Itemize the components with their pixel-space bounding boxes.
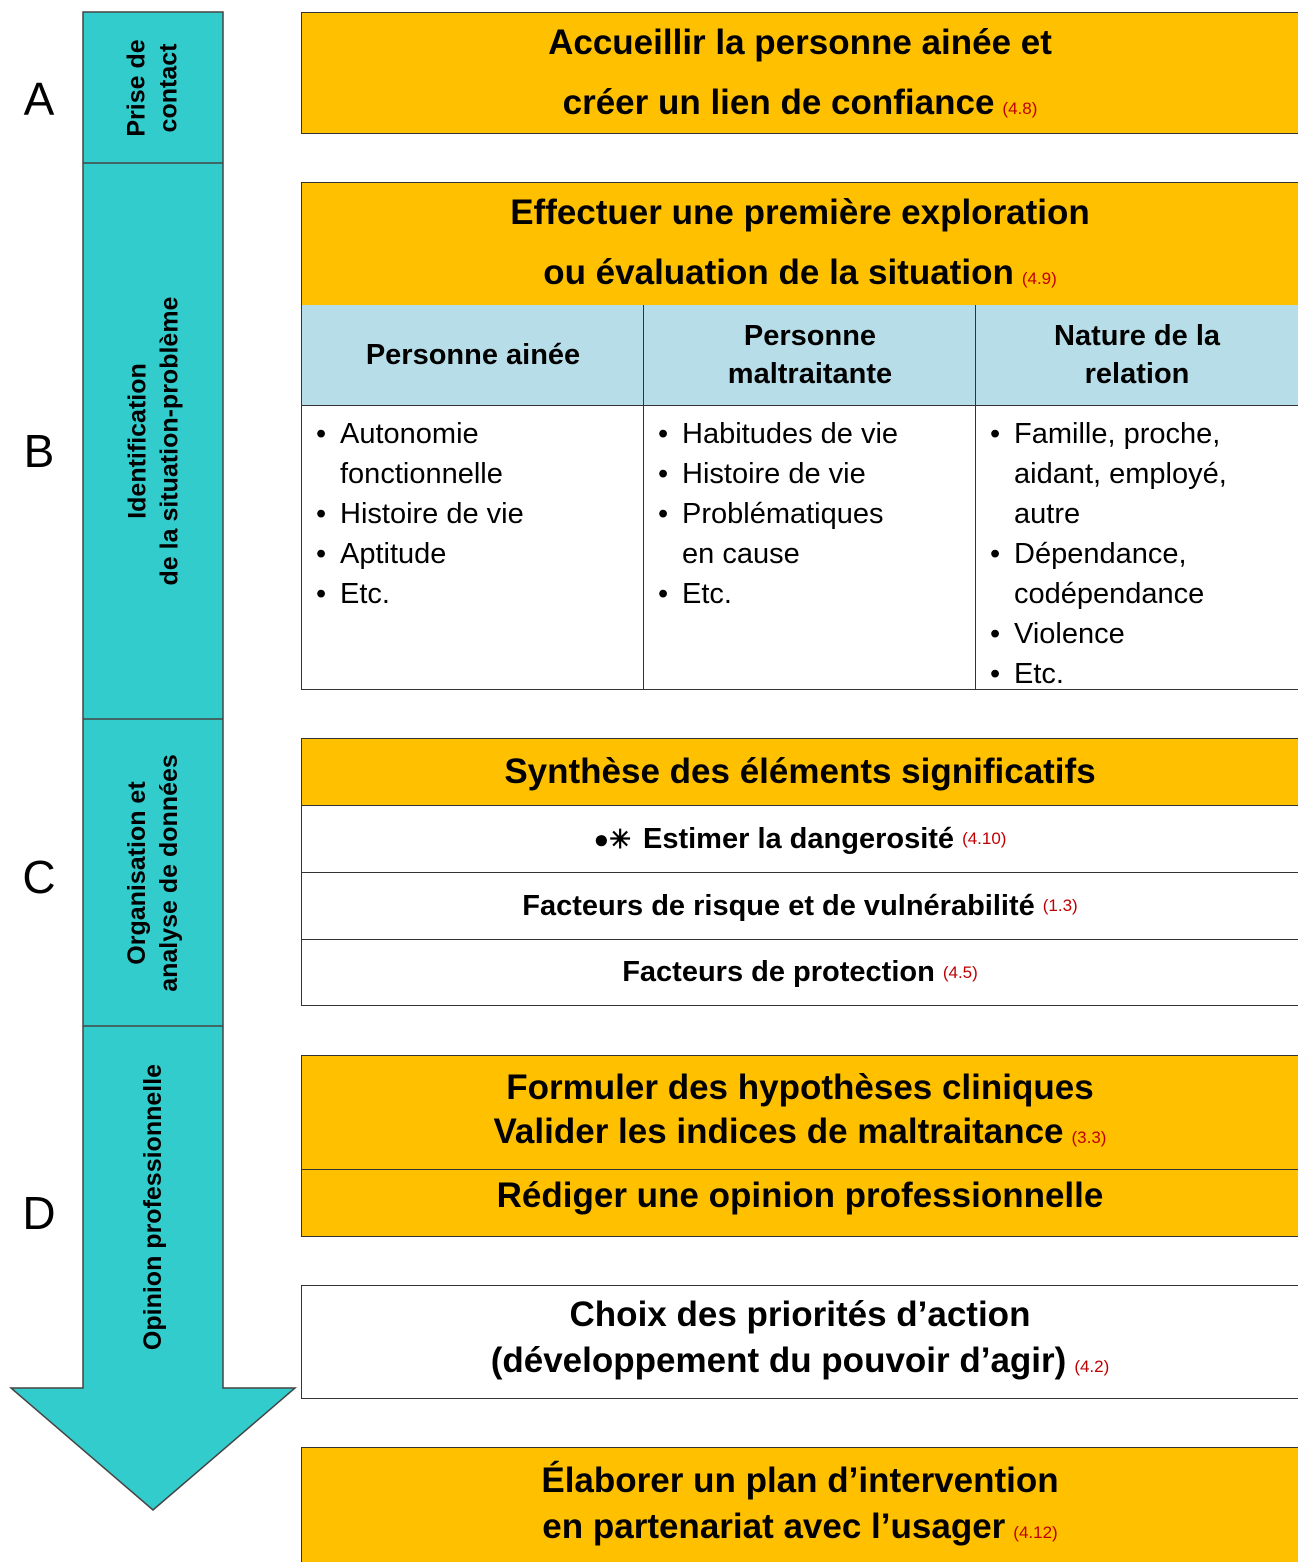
- box-synthese: Synthèse des éléments significatifs: [301, 738, 1298, 806]
- list-item: Habitudes de vie: [658, 414, 968, 454]
- table-header: Personne ainée: [302, 305, 644, 406]
- box-b-ref: (4.9): [1021, 269, 1057, 288]
- box-exploration: Effectuer une première exploration ou év…: [301, 182, 1298, 306]
- box-a-line2: créer un lien de confiance: [562, 83, 995, 122]
- exploration-table: Personne ainée Autonomie fonctionnelle H…: [301, 305, 1298, 694]
- stage-label-d: Opinion professionnelle: [139, 1063, 168, 1351]
- row-dangerosite: ●✳ Estimer la dangerosité(4.10): [301, 806, 1298, 873]
- box-e-ref: (4.2): [1074, 1357, 1110, 1376]
- box-f-line2: en partenariat avec l’usager: [542, 1507, 1006, 1546]
- row-facteurs-protection: Facteurs de protection(4.5): [301, 940, 1298, 1006]
- row-ref: (1.3): [1042, 896, 1078, 915]
- box-b-line1: Effectuer une première exploration: [510, 193, 1090, 232]
- table-header: Nature de la relation: [976, 305, 1298, 406]
- box-plan-intervention: Élaborer un plan d’intervention en parte…: [301, 1447, 1298, 1562]
- box-opinion: Rédiger une opinion professionnelle: [301, 1169, 1298, 1237]
- stage-letter-b: B: [23, 425, 55, 477]
- box-c-title: Synthèse des éléments significatifs: [504, 752, 1096, 791]
- box-b-line2: ou évaluation de la situation: [543, 253, 1014, 292]
- box-e-line1: Choix des priorités d’action: [569, 1295, 1031, 1334]
- box-accueillir: Accueillir la personne ainée et créer un…: [301, 12, 1298, 134]
- list-item: Autonomie fonctionnelle: [316, 414, 520, 494]
- box-d-ref: (3.3): [1071, 1128, 1107, 1147]
- box-hypotheses: Formuler des hypothèses cliniques Valide…: [301, 1055, 1298, 1170]
- box-d-line3: Rédiger une opinion professionnelle: [496, 1176, 1104, 1215]
- row-facteurs-risque: Facteurs de risque et de vulnérabilité(1…: [301, 873, 1298, 940]
- list-item: Etc.: [316, 574, 636, 614]
- box-f-ref: (4.12): [1013, 1523, 1058, 1542]
- table-col-nature-relation: Nature de la relation Famille, proche, a…: [975, 305, 1298, 694]
- stage-letter-a: A: [23, 73, 55, 125]
- bomb-icon: ●✳: [593, 823, 632, 854]
- list-item: Etc.: [990, 654, 1290, 694]
- list-item: Dépendance, codépendance: [990, 534, 1249, 614]
- box-f-line1: Élaborer un plan d’intervention: [541, 1461, 1059, 1500]
- list-item: Histoire de vie: [316, 494, 636, 534]
- list-item: Violence: [990, 614, 1290, 654]
- box-a-ref: (4.8): [1002, 99, 1038, 118]
- stage-letter-c: C: [22, 851, 56, 903]
- stage-letter-d: D: [22, 1187, 56, 1239]
- list-item: Histoire de vie: [658, 454, 968, 494]
- table-header: Personne maltraitante: [644, 305, 976, 406]
- box-a-line1: Accueillir la personne ainée et: [548, 23, 1052, 62]
- table-col-personne-ainee: Personne ainée Autonomie fonctionnelle H…: [301, 305, 644, 690]
- box-priorites: Choix des priorités d’action (développem…: [301, 1285, 1298, 1399]
- row-ref: (4.5): [942, 962, 978, 982]
- list-item: Famille, proche, aidant, employé, autre: [990, 414, 1269, 534]
- box-d-line2: Valider les indices de maltraitance: [493, 1112, 1064, 1151]
- list-item: Etc.: [658, 574, 968, 614]
- list-item: Problématiques en cause: [658, 494, 922, 574]
- box-d-line1: Formuler des hypothèses cliniques: [506, 1068, 1094, 1107]
- table-col-personne-maltraitante: Personne maltraitante Habitudes de vie H…: [643, 305, 976, 690]
- list-item: Aptitude: [316, 534, 636, 574]
- row-ref: (4.10): [962, 829, 1007, 848]
- process-arrow: [8, 11, 298, 1511]
- box-e-line2: (développement du pouvoir d’agir): [490, 1341, 1067, 1380]
